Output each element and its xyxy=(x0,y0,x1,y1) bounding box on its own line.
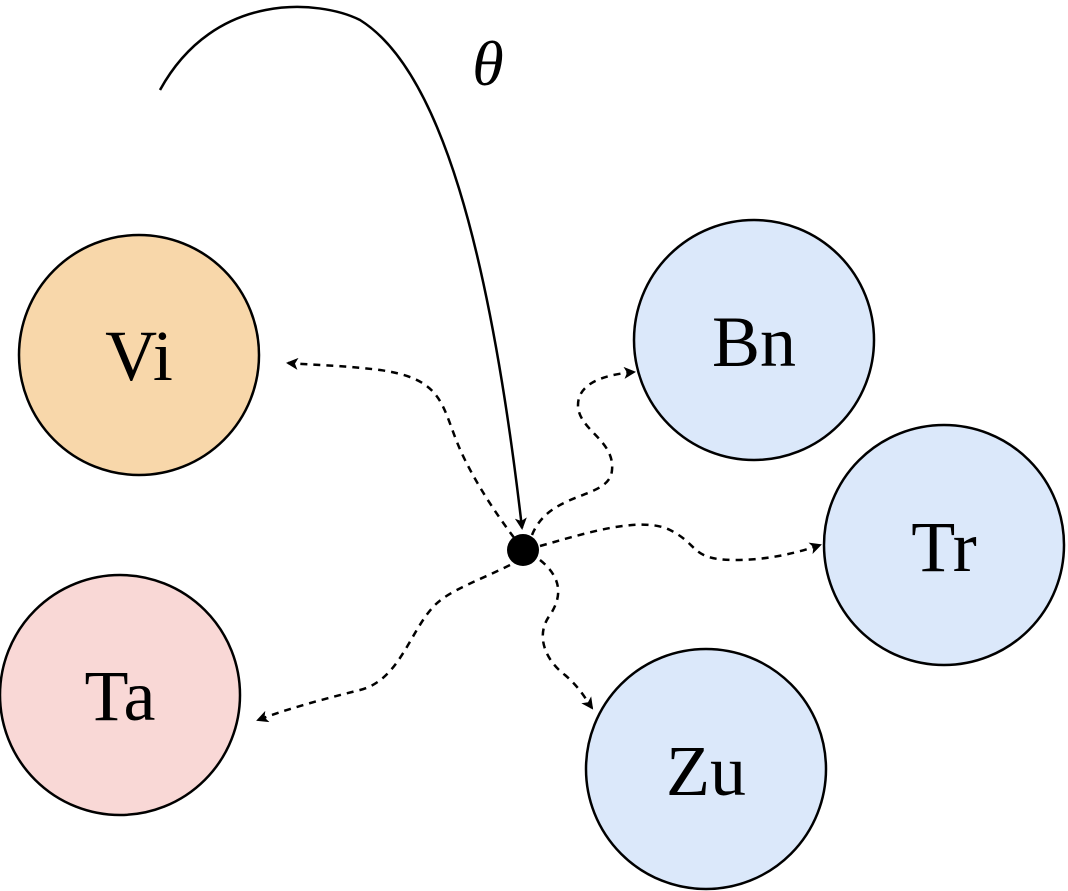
node-bn-circle xyxy=(632,218,876,462)
node-bn: Bn xyxy=(632,218,876,462)
edge-hub-to-vi xyxy=(286,357,523,549)
node-vi-circle xyxy=(17,233,261,477)
node-bn-label: Bn xyxy=(712,302,796,382)
node-zu-label: Zu xyxy=(666,731,746,811)
node-zu-circle xyxy=(584,647,828,891)
theta-label: θ xyxy=(472,28,503,99)
edge-hub-to-ta xyxy=(256,563,511,723)
node-zu: Zu xyxy=(584,647,828,891)
node-ta-circle xyxy=(0,573,242,817)
hub-node xyxy=(507,534,539,566)
node-ta: Ta xyxy=(0,573,242,817)
edge-hub-to-tr xyxy=(539,523,822,562)
theta-edge xyxy=(158,5,527,530)
node-vi-label: Vi xyxy=(105,316,173,396)
node-tr: Tr xyxy=(822,423,1066,667)
node-vi: Vi xyxy=(17,233,261,477)
edge-hub-to-bn xyxy=(530,366,636,536)
node-tr-label: Tr xyxy=(911,507,976,587)
node-tr-circle xyxy=(822,423,1066,667)
node-ta-label: Ta xyxy=(85,656,156,736)
edge-hub-to-zu xyxy=(539,559,594,710)
